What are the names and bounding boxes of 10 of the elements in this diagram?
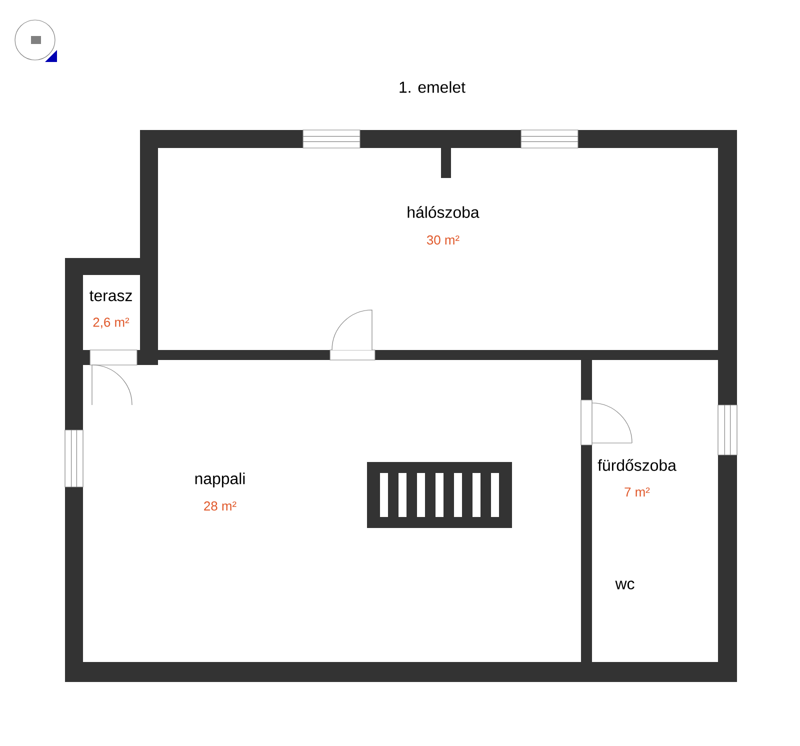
room-name: hálószoba [408, 206, 480, 218]
room-name: terasz [90, 290, 132, 302]
room-area: 28 m² [204, 501, 236, 511]
room-area: 7 m² [624, 488, 650, 496]
room-area: 30 m² [426, 235, 460, 245]
room-area: 2,6 m² [93, 318, 130, 328]
floor-title: 1. emelet [400, 81, 466, 93]
room-name: nappali [195, 472, 245, 488]
room-name: wc [615, 580, 634, 590]
room-name: fürdőszoba [598, 459, 676, 471]
